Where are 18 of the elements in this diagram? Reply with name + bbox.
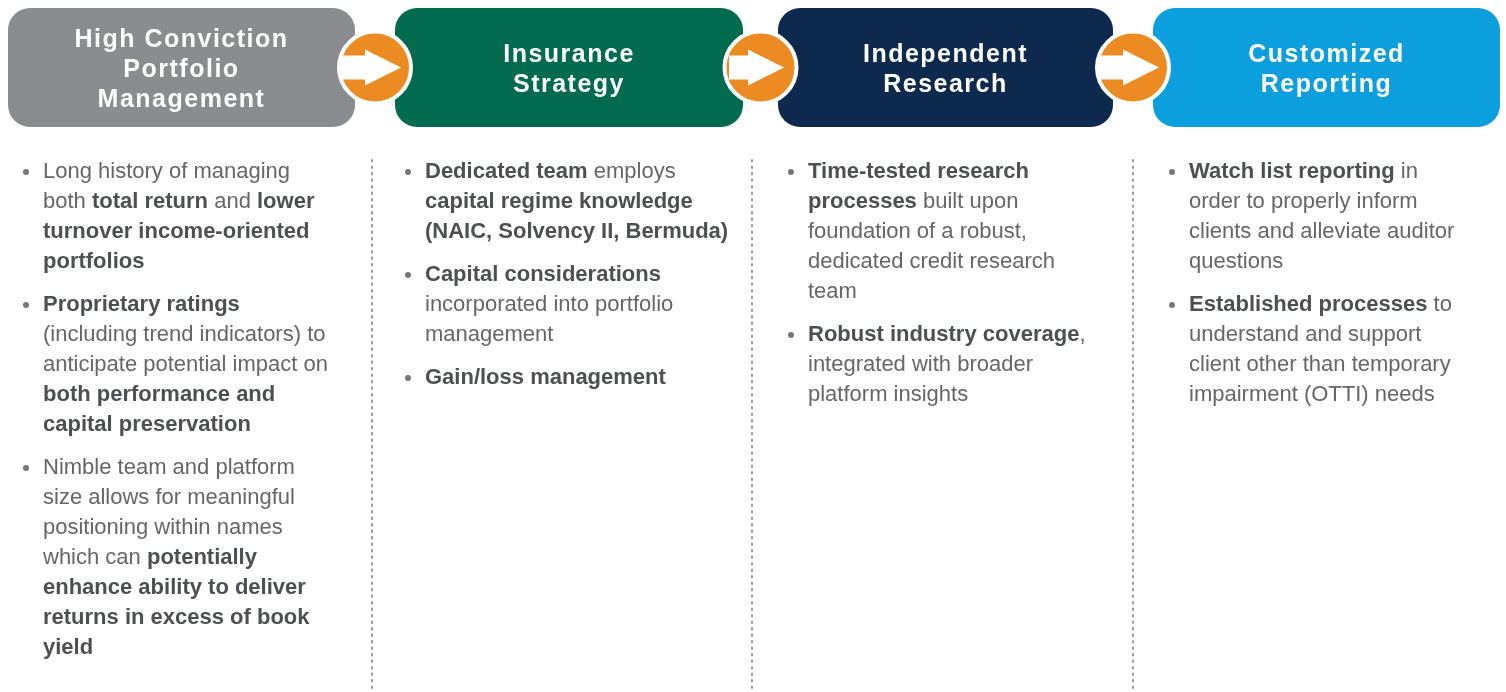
- bullet-text: Long history of managing both total return and lower turnover income-oriented portfolios: [43, 157, 316, 275]
- header-title: Insurance Strategy: [502, 37, 636, 98]
- header-box: [1153, 8, 1500, 127]
- bullet-text: Gain/loss management: [425, 363, 667, 391]
- header-box: [778, 8, 1113, 127]
- bullet-text: Watch list reporting in order to properly inform clients and alleviate auditor questions: [1189, 157, 1456, 275]
- bullet-text: Proprietary ratings (including trend indicators) to anticipate potential impact on both performance and capital preservation: [43, 290, 329, 438]
- header-box: [8, 8, 355, 127]
- header-title: Independent Research: [861, 37, 1030, 98]
- bullet-text: Capital considerations incorporated into portfolio management: [425, 260, 675, 348]
- header-title: High Conviction Portfolio Management: [73, 22, 290, 113]
- bullet-text: Dedicated team employs capital regime knowledge (NAIC, Solvency II, Bermuda): [425, 157, 730, 245]
- header-box: [395, 8, 743, 127]
- header-title: Customized Reporting: [1247, 37, 1406, 98]
- bullet-text: Nimble team and platform size allows for meaningful positioning within names which can potentially enhance ability to deliver returns in excess of book yield: [43, 453, 311, 661]
- bullet-text: Time-tested research processes built upon foundation of a robust, dedicated credit research team: [808, 157, 1057, 305]
- bullet-text: Established processes to understand and support client other than temporary impairment (OTTI) needs: [1189, 290, 1453, 408]
- bullet-text: Robust industry coverage, integrated with broader platform insights: [808, 320, 1087, 408]
